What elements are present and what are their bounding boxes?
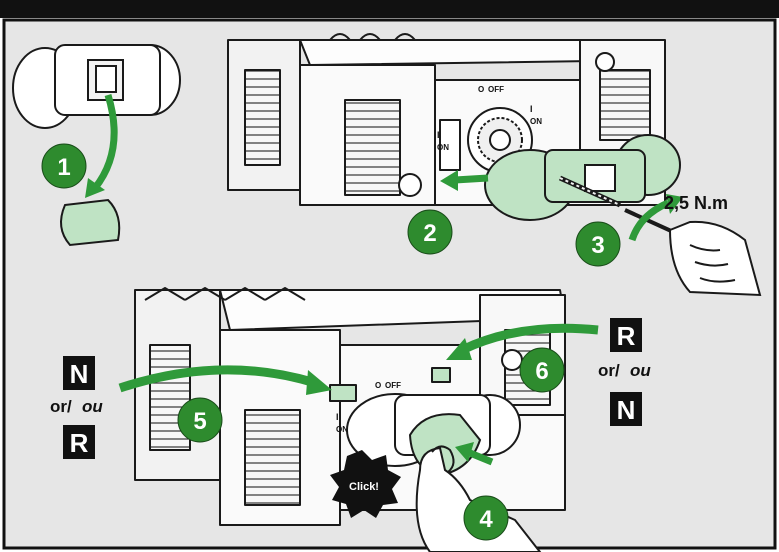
svg-text:OFF: OFF — [488, 85, 504, 94]
right-or-text: or/ — [598, 361, 620, 380]
handle-assembly-top-left — [13, 45, 180, 128]
left-bottom-letter: R — [70, 428, 89, 458]
step-badge-1: 1 — [42, 144, 86, 188]
step-number-1: 1 — [57, 154, 70, 181]
svg-text:I: I — [437, 130, 440, 140]
step-number-3: 3 — [591, 232, 604, 259]
svg-text:OFF: OFF — [385, 381, 401, 390]
step-badge-5: 5 — [178, 398, 222, 442]
svg-text:ON: ON — [437, 143, 449, 152]
svg-text:O: O — [375, 381, 381, 390]
step-badge-4: 4 — [464, 496, 508, 540]
click-label: Click! — [349, 481, 379, 493]
step-badge-2: 2 — [408, 210, 452, 254]
torque-label: 2,5 N.m — [664, 193, 728, 213]
svg-text:I: I — [336, 412, 339, 422]
step-number-4: 4 — [479, 506, 493, 533]
svg-text:O: O — [478, 85, 484, 94]
right-top-letter: R — [617, 321, 636, 351]
step-badge-6: 6 — [520, 348, 564, 392]
left-top-letter: N — [70, 359, 89, 389]
svg-text:ON: ON — [530, 117, 542, 126]
top-frame-bar — [0, 0, 779, 18]
svg-text:I: I — [530, 104, 533, 114]
step-number-6: 6 — [535, 358, 548, 385]
handle-cap-piece — [61, 200, 119, 245]
left-or-text: or/ — [50, 397, 72, 416]
step-number-2: 2 — [423, 220, 436, 247]
step-badge-3: 3 — [576, 222, 620, 266]
left-ou-text: ou — [82, 397, 103, 416]
right-ou-text: ou — [630, 361, 651, 380]
right-bottom-letter: N — [617, 395, 636, 425]
step-number-5: 5 — [193, 408, 206, 435]
